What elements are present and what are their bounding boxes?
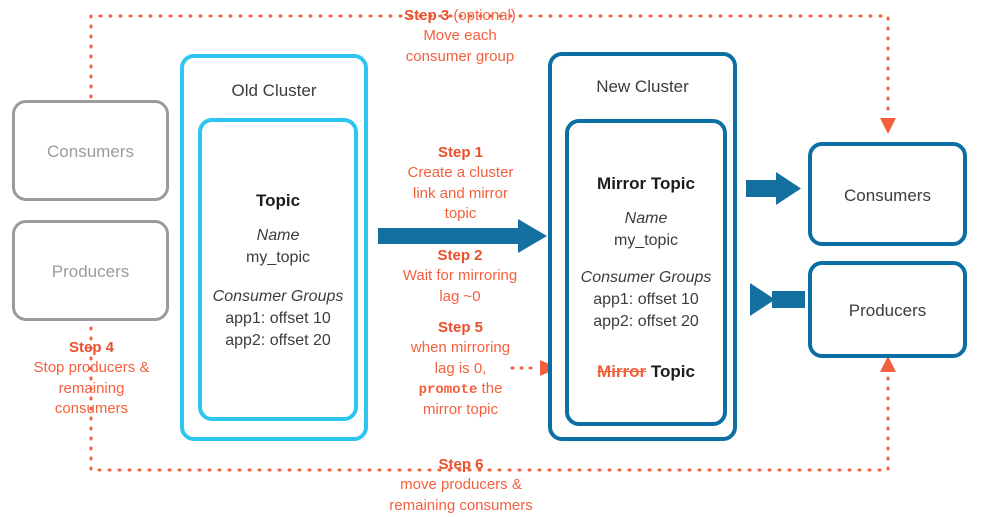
- step-3-title: Step 3: [404, 7, 450, 24]
- left-consumers-label: Consumers: [47, 142, 134, 161]
- old-cluster-title: Old Cluster: [231, 81, 317, 100]
- step-5-line2: lag is 0,: [434, 359, 487, 377]
- promoted-topic-word: Topic: [650, 362, 695, 381]
- left-producers-box[interactable]: Producers: [12, 220, 169, 321]
- step-3-caption: Step 3 (optional) Move each consumer gro…: [371, 6, 549, 67]
- step-1-line2: link and mirror: [412, 184, 509, 202]
- step-2-line2: lag ~0: [439, 287, 481, 305]
- new-topic-promoted-line: Mirror Topic: [569, 361, 723, 383]
- old-cluster-topic-box[interactable]: Topic Name my_topic Consumer Groups app1…: [198, 118, 358, 421]
- right-producers-label: Producers: [848, 301, 927, 320]
- consumers-flow-arrow: [746, 172, 801, 205]
- new-topic-heading: Mirror Topic: [597, 174, 695, 193]
- old-topic-group-2: app2: offset 20: [225, 332, 331, 349]
- step-1-line1: Create a cluster: [407, 164, 514, 182]
- step-6-title: Step 6: [438, 456, 484, 473]
- old-topic-heading: Topic: [255, 191, 301, 210]
- new-cluster-title: New Cluster: [596, 77, 689, 96]
- step-5-title: Step 5: [437, 319, 483, 336]
- old-topic-groups-label: Consumer Groups: [212, 288, 344, 305]
- new-cluster-topic-box[interactable]: Mirror Topic Name my_topic Consumer Grou…: [565, 119, 727, 426]
- new-topic-group-1: app1: offset 10: [593, 291, 699, 308]
- step-3-line1: Move each: [423, 27, 497, 45]
- step-4-title: Step 4: [68, 339, 114, 356]
- step-5-caption: Step 5 when mirroring lag is 0, promote …: [378, 318, 543, 420]
- step-1-title: Step 1: [437, 144, 483, 161]
- step-5-line1: when mirroring: [410, 339, 511, 357]
- step-6-line2: remaining consumers: [389, 496, 533, 514]
- producers-flow-arrow: [750, 283, 805, 316]
- new-topic-name-label: Name: [624, 210, 668, 227]
- old-topic-name-value: my_topic: [245, 249, 311, 266]
- step-4-line2: remaining: [58, 379, 125, 397]
- right-producers-box[interactable]: Producers: [808, 261, 967, 358]
- step-6-caption: Step 6 move producers & remaining consum…: [351, 455, 571, 516]
- step-5-promote-code: promote: [418, 381, 478, 398]
- step-6-line1: move producers &: [400, 476, 522, 494]
- step-4-line3: consumers: [54, 399, 129, 417]
- old-topic-name-label: Name: [256, 227, 300, 244]
- step-2-caption: Step 2 Wait for mirroring lag ~0: [371, 246, 549, 307]
- old-topic-group-1: app1: offset 10: [225, 310, 331, 327]
- step-1-caption: Step 1 Create a cluster link and mirror …: [378, 143, 543, 224]
- left-consumers-box[interactable]: Consumers: [12, 100, 169, 201]
- step-1-line3: topic: [444, 204, 477, 222]
- step-5-line4: mirror topic: [422, 400, 498, 418]
- step-4-caption: Step 4 Stop producers & remaining consum…: [0, 338, 183, 419]
- promoted-mirror-strikethrough: Mirror: [597, 362, 647, 381]
- new-topic-name-value: my_topic: [613, 232, 679, 249]
- right-consumers-label: Consumers: [844, 186, 931, 205]
- new-topic-group-2: app2: offset 20: [593, 313, 699, 330]
- right-consumers-box[interactable]: Consumers: [808, 142, 967, 246]
- left-producers-label: Producers: [51, 262, 130, 281]
- step-3-line2: consumer group: [405, 47, 515, 65]
- step-2-line1: Wait for mirroring: [402, 267, 518, 285]
- step-4-line1: Stop producers &: [33, 359, 150, 377]
- step-2-title: Step 2: [437, 247, 483, 264]
- step-3-optional: (optional): [449, 7, 516, 24]
- new-topic-groups-label: Consumer Groups: [580, 269, 712, 286]
- step-5-line3-rest: the: [477, 379, 503, 397]
